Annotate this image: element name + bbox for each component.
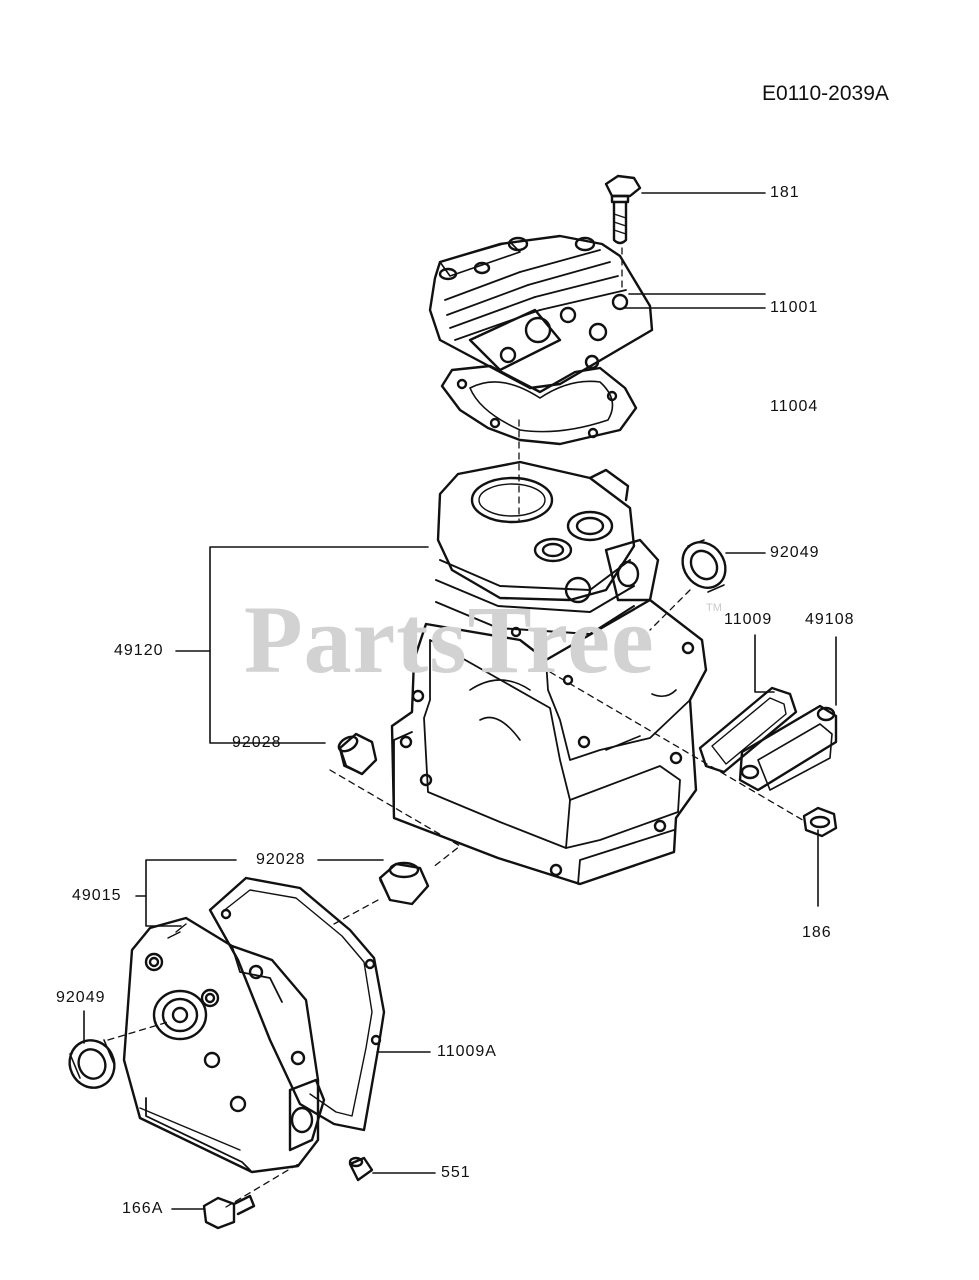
callout-49108[interactable]: 49108 [805,611,855,628]
callout-92049-bottom[interactable]: 92049 [56,989,106,1006]
callout-11009A[interactable]: 11009A [437,1043,497,1060]
callout-92049-top[interactable]: 92049 [770,544,820,561]
callout-186[interactable]: 186 [802,924,832,941]
callout-49015[interactable]: 49015 [72,887,122,904]
assembly-lines [107,247,807,1208]
oil-seal-92049-bottom [68,1039,116,1089]
leader-lines [83,192,837,1210]
bushing-92028-top [337,732,378,776]
breather-cover-49108 [738,704,838,792]
callout-11004[interactable]: 11004 [770,398,819,415]
crankcase-cover-49015 [122,916,326,1174]
cover-gasket-11009A [208,876,386,1132]
callout-92028-bottom[interactable]: 92028 [256,851,306,868]
bolt-181 [604,174,642,245]
diagram-reference-code: E0110-2039A [762,82,889,105]
crankcase-49120 [390,460,708,886]
breather-gasket-11009 [698,686,798,774]
oil-seal-92049-top [681,539,727,593]
plug-551 [348,1156,374,1182]
callout-181[interactable]: 181 [770,184,800,201]
watermark-logo: PartsTree [244,586,655,693]
bushing-92028-bottom [378,861,430,906]
cylinder-head-11001 [428,234,654,390]
callout-11001[interactable]: 11001 [770,299,819,316]
callout-166A[interactable]: 166A [122,1200,164,1217]
callout-11009[interactable]: 11009 [724,611,773,628]
callout-49120[interactable]: 49120 [114,642,164,659]
watermark-trademark: TM [706,602,722,614]
head-gasket-11004 [440,364,638,446]
callout-551[interactable]: 551 [441,1164,471,1181]
callout-92028-top[interactable]: 92028 [232,734,282,751]
bolt-166A [202,1194,256,1230]
bolt-186 [802,806,838,838]
